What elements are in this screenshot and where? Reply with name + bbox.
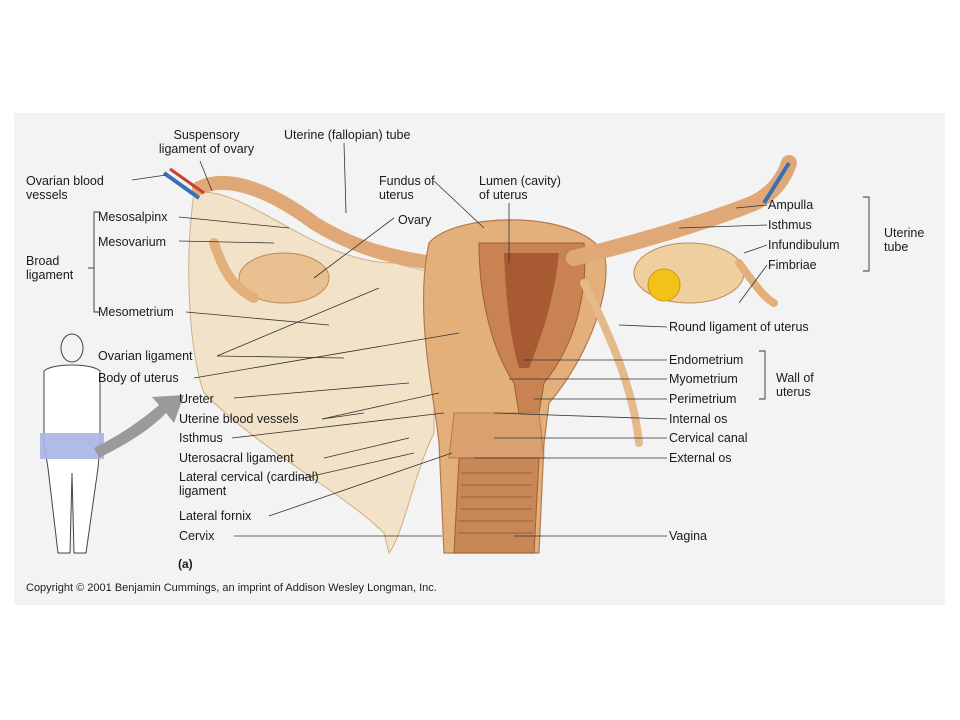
label-perimetrium: Perimetrium [669, 392, 737, 406]
cervix-shape [448, 412, 545, 459]
label-cervix: Cervix [179, 529, 215, 543]
leader-lines [131, 142, 768, 537]
left-ovarian-vessels-shape [162, 171, 201, 200]
left-tube-shape [192, 175, 441, 270]
left-fimbriae-shape [209, 238, 259, 303]
label-ampulla: Ampulla [768, 198, 814, 212]
left-ovary-shape [238, 252, 330, 304]
label-endometrium: Endometrium [669, 353, 744, 367]
label-ovarian-vessels: Ovarian blood vessels [26, 174, 104, 202]
label-broad-ligament: Broad ligament [26, 254, 74, 282]
follicle-shape [647, 268, 681, 302]
label-uterine-tube-group: Uterine tube [884, 226, 925, 254]
label-fundus: Fundus of uterus [379, 174, 435, 202]
label-isthmus-right: Isthmus [768, 218, 812, 232]
label-lateral-cervical: Lateral cervical (cardinal) ligament [179, 470, 319, 498]
label-mesometrium: Mesometrium [98, 305, 174, 319]
label-infundibulum: Infundibulum [768, 238, 840, 252]
label-round-ligament: Round ligament of uterus [669, 320, 809, 334]
label-mesovarium: Mesovarium [98, 235, 167, 249]
label-uterine-blood-vessels: Uterine blood vessels [179, 412, 299, 426]
label-external-os: External os [669, 451, 732, 465]
right-fimbriae-shape [735, 259, 778, 307]
uterus-illustration [40, 142, 870, 555]
label-isthmus-left: Isthmus [179, 431, 223, 445]
right-ovarian-vessels-shape [762, 161, 791, 205]
label-suspensory-ligament: Suspensory ligament of ovary [158, 128, 255, 156]
brackets [88, 196, 870, 400]
label-ovary: Ovary [398, 213, 432, 227]
label-internal-os: Internal os [669, 412, 728, 426]
figure-panel: Suspensory ligament of ovary Uterine (fa… [14, 113, 945, 605]
lumen-shape [504, 253, 559, 368]
body-silhouette-inset [40, 333, 104, 554]
label-myometrium: Myometrium [669, 372, 738, 386]
label-mesosalpinx: Mesosalpinx [98, 210, 168, 224]
panel-tag: (a) [178, 557, 193, 571]
label-uterosacral: Uterosacral ligament [179, 451, 294, 465]
label-ovarian-ligament: Ovarian ligament [98, 349, 193, 363]
label-lumen: Lumen (cavity) of uterus [479, 174, 561, 202]
inset-arrow [94, 395, 184, 458]
copyright-notice: Copyright © 2001 Benjamin Cummings, an i… [26, 582, 437, 594]
label-body-of-uterus: Body of uterus [98, 371, 179, 385]
label-ureter: Ureter [179, 392, 214, 406]
round-ligament-shape [580, 279, 643, 447]
label-lateral-fornix: Lateral fornix [179, 509, 252, 523]
vagina-shape [453, 457, 540, 554]
label-wall-group: Wall of uterus [776, 371, 814, 399]
label-vagina: Vagina [669, 529, 707, 543]
label-cervical-canal: Cervical canal [669, 431, 748, 445]
label-fimbriae: Fimbriae [768, 258, 817, 272]
label-uterine-tube-top: Uterine (fallopian) tube [284, 128, 411, 142]
